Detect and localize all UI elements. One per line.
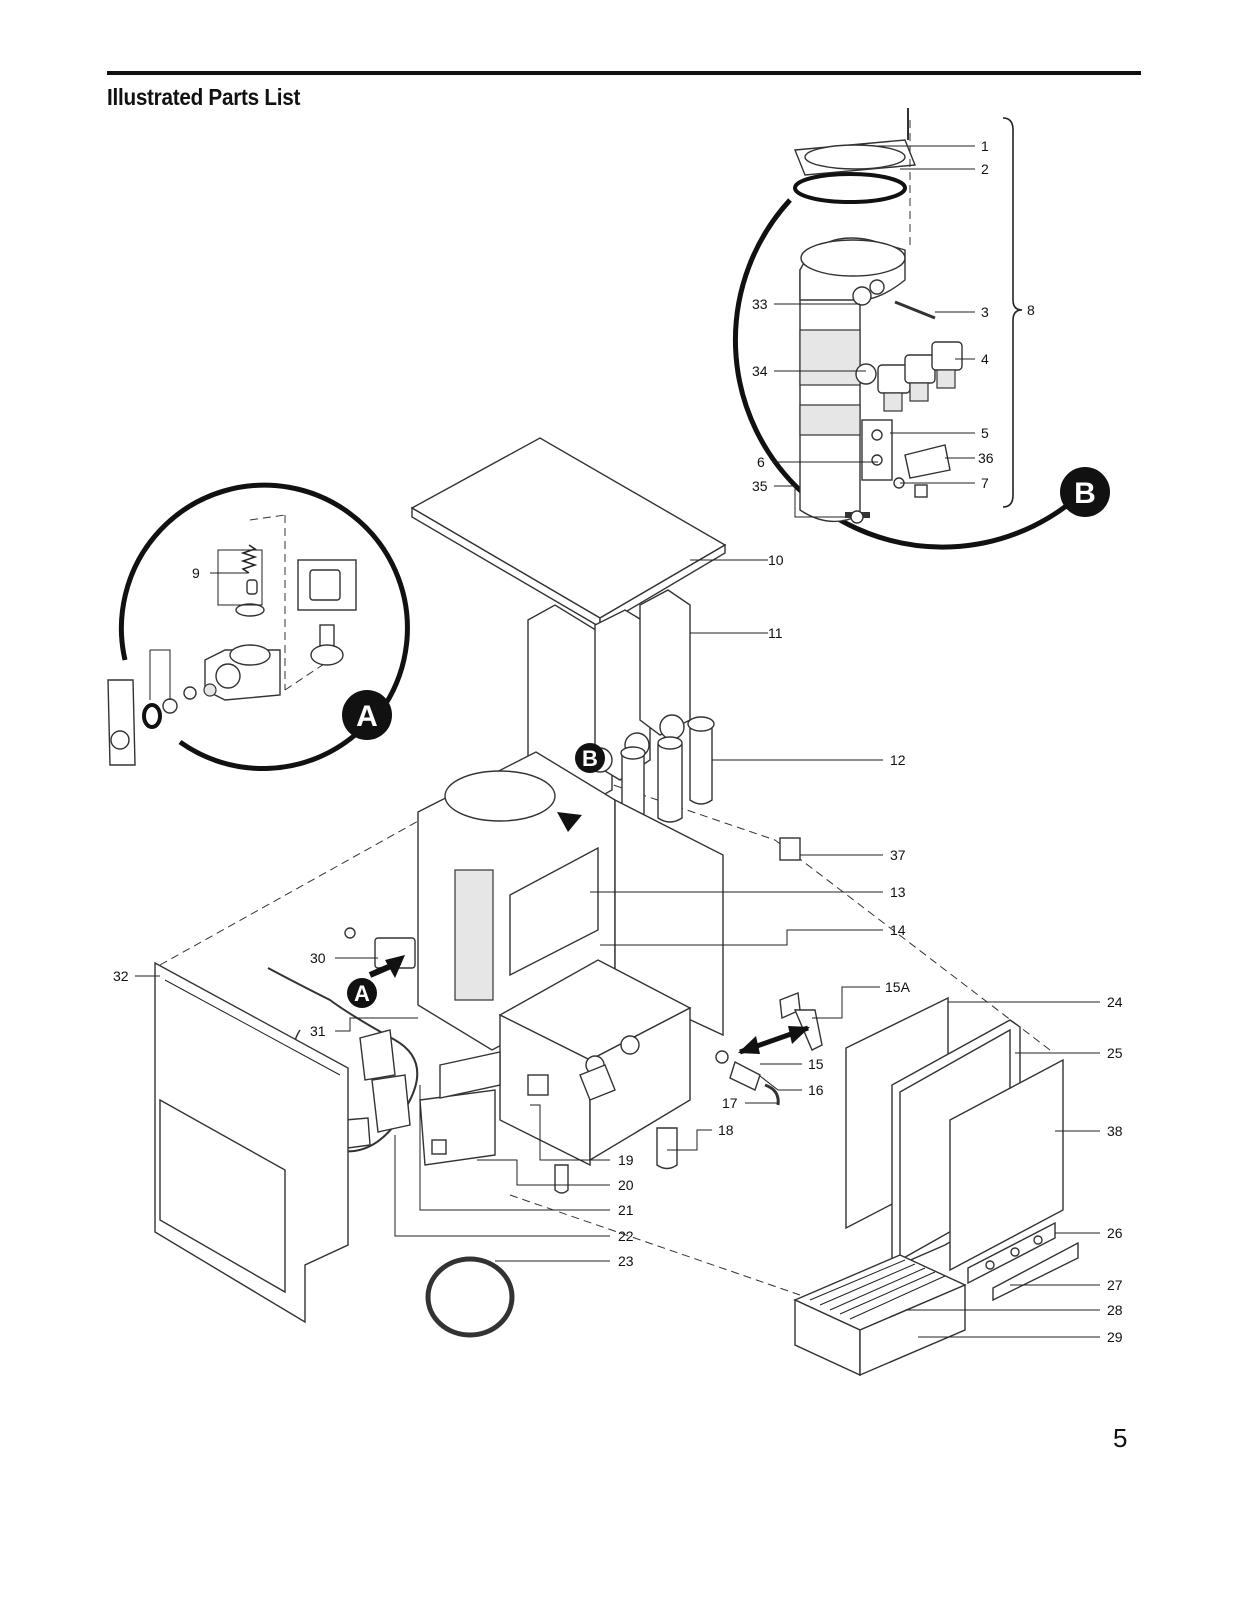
callout-18: 18 — [718, 1122, 734, 1138]
detail-a-marker: A — [354, 981, 370, 1006]
hot-water-tank — [799, 269, 861, 523]
callout-29: 29 — [1107, 1329, 1123, 1345]
callout-3: 3 — [981, 304, 989, 320]
callout-23: 23 — [618, 1253, 634, 1269]
callout-6: 6 — [757, 454, 765, 470]
lid-gasket — [793, 172, 907, 204]
detail-a-badge: A — [356, 700, 378, 733]
callout-13: 13 — [890, 884, 906, 900]
callout-31: 31 — [310, 1023, 326, 1039]
callout-labels: 1 2 3 4 5 6 7 8 9 10 11 12 37 13 14 15A … — [113, 138, 1123, 1345]
callout-27: 27 — [1107, 1277, 1123, 1293]
callout-8: 8 — [1027, 302, 1035, 318]
callout-14: 14 — [890, 922, 906, 938]
page-title: Illustrated Parts List — [107, 84, 301, 110]
callout-15: 15 — [808, 1056, 824, 1072]
bracket-8 — [1002, 117, 1023, 508]
callout-19: 19 — [618, 1152, 634, 1168]
callout-36: 36 — [978, 450, 994, 466]
callout-34: 34 — [752, 363, 768, 379]
callout-1: 1 — [981, 138, 989, 154]
callout-25: 25 — [1107, 1045, 1123, 1061]
callout-7: 7 — [981, 475, 989, 491]
callout-15a: 15A — [885, 979, 911, 995]
detail-b-marker: B — [582, 746, 598, 771]
callout-26: 26 — [1107, 1225, 1123, 1241]
header-rule — [107, 71, 1141, 75]
callout-17: 17 — [722, 1095, 738, 1111]
tubing-coil — [425, 1256, 515, 1338]
callout-2: 2 — [981, 161, 989, 177]
callout-30: 30 — [310, 950, 326, 966]
callout-24: 24 — [1107, 994, 1123, 1010]
callout-37: 37 — [890, 847, 906, 863]
callout-33: 33 — [752, 296, 768, 312]
callout-38: 38 — [1107, 1123, 1123, 1139]
callout-20: 20 — [618, 1177, 634, 1193]
callout-22: 22 — [618, 1228, 634, 1244]
callout-16: 16 — [808, 1082, 824, 1098]
callout-9: 9 — [192, 565, 200, 581]
detail-b-badge: B — [1074, 477, 1096, 510]
callout-5: 5 — [981, 425, 989, 441]
callout-11: 11 — [768, 625, 783, 641]
callout-4: 4 — [981, 351, 989, 367]
detail-b-view: B — [732, 108, 1110, 550]
callout-32: 32 — [113, 968, 129, 984]
top-cover — [410, 437, 727, 619]
main-assembly: A B — [154, 437, 1079, 1377]
callout-10: 10 — [768, 552, 784, 568]
callout-35: 35 — [752, 478, 768, 494]
callout-21: 21 — [618, 1202, 634, 1218]
leader-lines — [135, 145, 1100, 1338]
callout-28: 28 — [1107, 1302, 1123, 1318]
detail-a-view: A — [107, 482, 410, 772]
page-number: 5 — [1113, 1423, 1128, 1453]
callout-12: 12 — [890, 752, 906, 768]
